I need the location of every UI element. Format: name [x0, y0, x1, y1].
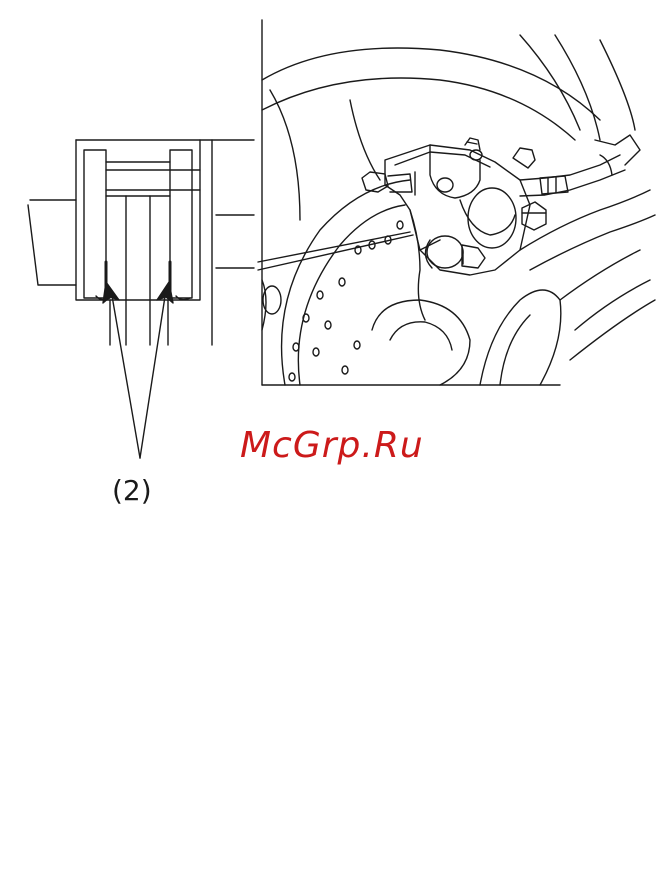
callout-label: (2) — [112, 474, 152, 507]
brake-pad-detail — [28, 140, 254, 345]
watermark: McGrp.Ru — [240, 425, 424, 466]
pointer-line — [258, 235, 413, 270]
callout-arrows — [103, 282, 173, 458]
brake-caliper — [262, 20, 655, 385]
